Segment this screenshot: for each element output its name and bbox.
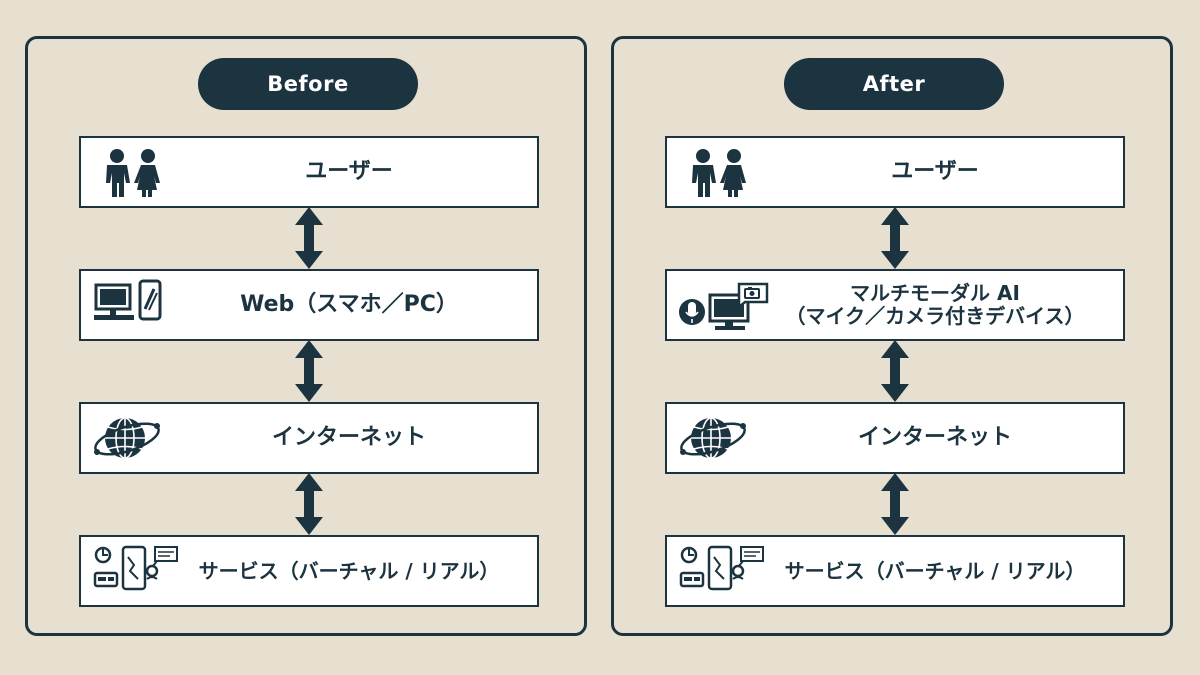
after-multimodal-label-line1: マルチモーダル AI	[850, 281, 1020, 305]
bidirectional-arrow-icon	[294, 340, 324, 402]
bidirectional-arrow-icon	[880, 340, 910, 402]
after-service-label: サービス（バーチャル / リアル）	[784, 558, 1086, 583]
bidirectional-arrow-icon	[880, 207, 910, 269]
after-multimodal-label-line2: （マイク／カメラ付きデバイス）	[785, 304, 1085, 328]
after-internet-label: インターネット	[857, 425, 1012, 451]
before-web-label: Web（スマホ／PC）	[240, 292, 458, 318]
after-multimodal-box: マルチモーダル AI （マイク／カメラ付きデバイス）	[665, 269, 1125, 341]
before-internet-label: インターネット	[271, 425, 426, 451]
before-user-box: ユーザー	[79, 136, 539, 208]
before-internet-box: インターネット	[79, 402, 539, 474]
after-user-label: ユーザー	[891, 159, 979, 185]
bidirectional-arrow-icon	[880, 473, 910, 535]
after-service-box: サービス（バーチャル / リアル）	[665, 535, 1125, 607]
before-panel: Before ユーザー Web（スマホ／PC） インターネット サービス（バーチ…	[25, 36, 587, 636]
bidirectional-arrow-icon	[294, 207, 324, 269]
before-service-box: サービス（バーチャル / リアル）	[79, 535, 539, 607]
before-user-label: ユーザー	[305, 159, 393, 185]
after-panel: After ユーザー マルチモーダル AI （マイク／カメラ付きデバイス） イン…	[611, 36, 1173, 636]
after-title-pill: After	[784, 58, 1004, 110]
before-title-pill: Before	[198, 58, 418, 110]
after-multimodal-label: マルチモーダル AI （マイク／カメラ付きデバイス）	[747, 271, 1123, 339]
bidirectional-arrow-icon	[294, 473, 324, 535]
after-internet-box: インターネット	[665, 402, 1125, 474]
after-user-box: ユーザー	[665, 136, 1125, 208]
before-web-box: Web（スマホ／PC）	[79, 269, 539, 341]
before-service-label: サービス（バーチャル / リアル）	[198, 558, 500, 583]
